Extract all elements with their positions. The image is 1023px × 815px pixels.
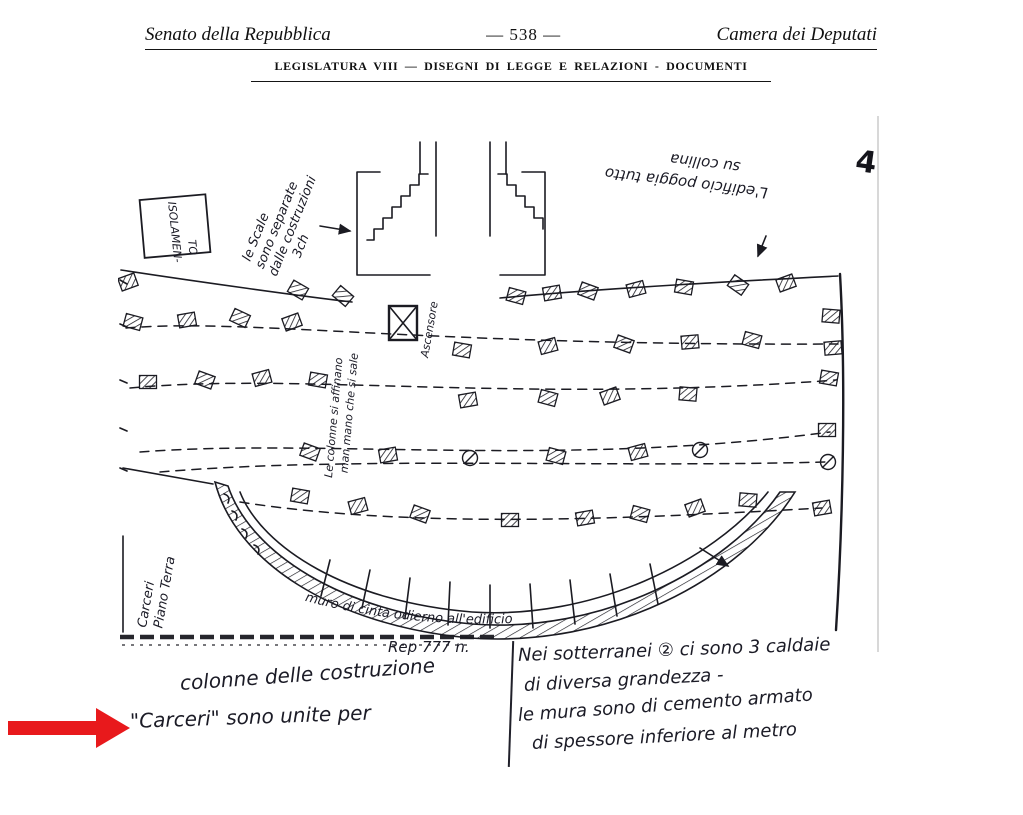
elevator-sketch (387, 304, 419, 342)
column-mark (286, 279, 310, 301)
column-mark (500, 512, 520, 528)
handwritten-notes: colonne delle costruzione "Carceri" sono… (118, 634, 880, 775)
column-mark (726, 273, 750, 297)
column-mark (176, 311, 198, 329)
column-mark (118, 272, 140, 292)
column-mark (741, 330, 763, 350)
column-mark (537, 336, 559, 356)
column-mark (457, 391, 479, 409)
column-mark (545, 446, 567, 466)
colonne-note: Le colonne si affinano man mano che si s… (322, 352, 361, 478)
svg-text:su collina: su collina (669, 150, 741, 176)
left-tick-marks (119, 279, 128, 472)
wall-pointer-arrow (699, 547, 730, 567)
header-camera: Camera dei Deputati (716, 24, 877, 45)
plan-right-wall (834, 272, 845, 632)
red-arrow-shape (8, 708, 130, 748)
note-left-line1: colonne delle costruzione (179, 653, 436, 695)
column-mark (122, 312, 144, 332)
column-mark (738, 492, 758, 508)
corner-mark: 4 (853, 144, 879, 182)
header-senato: Senato della Repubblica (145, 24, 331, 45)
notes-divider (507, 641, 515, 767)
column-mark (228, 307, 252, 329)
wall-rib-lines (320, 559, 659, 629)
isolamento-label-line1: ISOLAMEN- (165, 201, 184, 263)
column-mark (505, 286, 527, 306)
collina-note: L'edificio poggia tutto su collina (604, 150, 769, 202)
column-mark (541, 284, 563, 302)
header-rule-top (145, 49, 877, 50)
staircase-sketch (319, 141, 546, 276)
column-mark (823, 340, 843, 356)
isolamento-label-line2: TO (185, 239, 200, 256)
column-mark (683, 498, 707, 518)
hand-drawn-floorplan: 4 ISOLAMEN- TO (118, 116, 879, 656)
column-mark (574, 509, 596, 527)
column-mark (629, 504, 651, 524)
column-mark (821, 308, 841, 324)
column-mark (331, 284, 355, 308)
rep-label: Rep 777 n. (388, 638, 470, 656)
scale-note: le Scale sono separate dalle costruzioni… (240, 174, 320, 279)
column-mark (193, 370, 217, 390)
carceri-label: Carceri Piano Terra (135, 555, 179, 629)
header-rule-bottom (251, 81, 771, 82)
column-circle-mark (691, 441, 709, 459)
column-mark (680, 334, 700, 350)
column-rows-lines (120, 269, 839, 521)
column-mark (408, 504, 432, 524)
column-circle-mark (461, 449, 479, 467)
red-arrow-annotation (8, 708, 130, 748)
column-mark (774, 273, 798, 293)
column-mark (537, 388, 559, 408)
header-subtitle: LEGISLATURA VIII — DISEGNI DI LEGGE E RE… (274, 59, 748, 73)
column-mark (138, 374, 158, 390)
column-mark (289, 487, 311, 505)
note-left-line2: "Carceri" sono unite per (129, 700, 372, 733)
column-mark (612, 334, 636, 354)
column-mark (307, 371, 329, 389)
svg-text:Ascensore: Ascensore (418, 300, 441, 359)
header-row: Senato della Repubblica — 538 — Camera d… (145, 24, 877, 46)
column-mark (818, 369, 840, 387)
note-right-line2: di diversa grandezza - (523, 664, 725, 696)
curved-wall-sketch: muro di cinta odierno all'edificio (213, 480, 797, 640)
wall-squiggles (223, 493, 260, 555)
column-circle-mark (819, 453, 837, 471)
column-mark (280, 312, 304, 332)
column-mark (251, 368, 273, 388)
note-right-line4: di spessore inferiore al metro (531, 719, 798, 754)
header-page-number: — 538 — (486, 25, 562, 44)
page-header: Senato della Repubblica — 538 — Camera d… (145, 24, 877, 82)
column-mark (678, 386, 698, 402)
column-mark (377, 446, 399, 464)
column-mark (811, 499, 833, 517)
columns-group (118, 272, 843, 528)
ascensore-label: Ascensore (418, 300, 441, 359)
column-mark (451, 341, 473, 359)
column-mark (347, 496, 369, 516)
column-mark (298, 442, 322, 462)
column-mark (576, 281, 600, 301)
column-mark (673, 278, 695, 296)
column-mark (598, 386, 622, 406)
stairs-pointer-arrow (319, 223, 352, 235)
column-mark (817, 422, 837, 438)
column-mark (627, 442, 649, 462)
collina-pointer-arrow (756, 235, 768, 258)
isolamento-box: ISOLAMEN- TO (138, 193, 212, 263)
column-mark (625, 279, 647, 299)
